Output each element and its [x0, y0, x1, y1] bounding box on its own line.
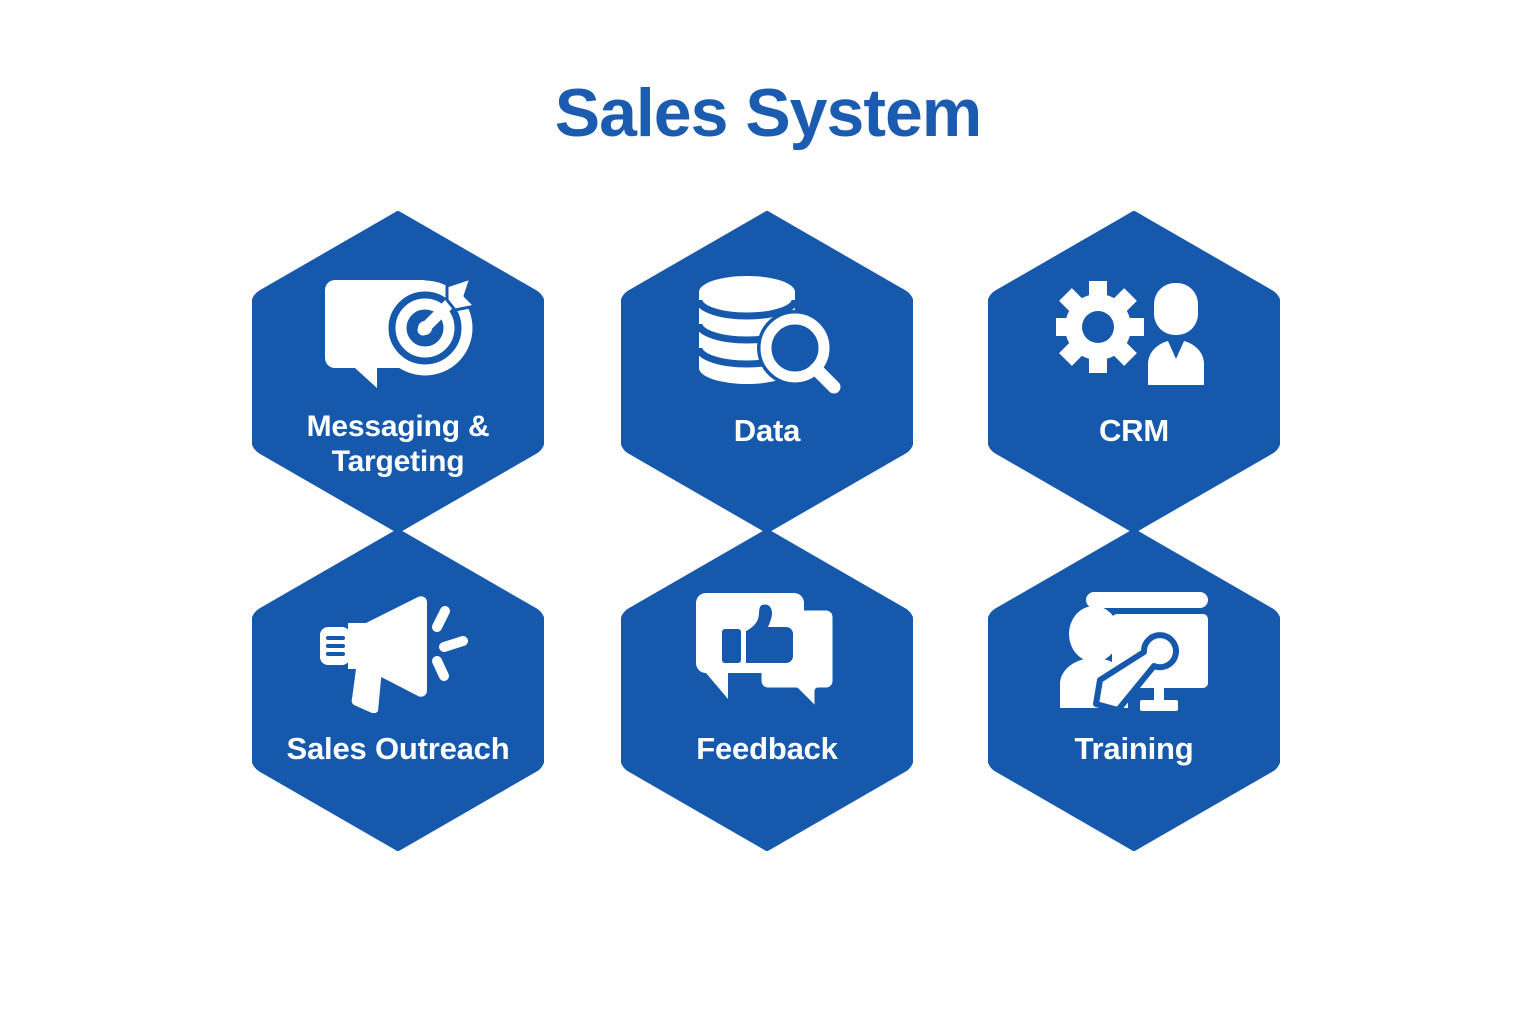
hexagon-label-line-1: Training: [1074, 731, 1194, 766]
hexagon-label-line-1: Sales Outreach: [286, 731, 510, 766]
hexagon-messaging-targeting[interactable]: Messaging & Targeting: [252, 211, 544, 533]
hexagon-label-line-1: Feedback: [696, 731, 838, 766]
database-search-icon: [687, 269, 847, 399]
hexagon-shape: [252, 529, 544, 851]
presenter-whiteboard-icon: [1054, 587, 1214, 717]
megaphone-icon: [318, 587, 478, 717]
hexagon-label: Feedback: [642, 731, 892, 768]
hexagon-label: Messaging & Targeting: [273, 409, 523, 480]
hexagon-crm[interactable]: CRM: [988, 211, 1280, 533]
hexagon-training[interactable]: Training: [988, 529, 1280, 851]
thumbs-up-speech-bubbles-icon: [687, 587, 847, 717]
hexagon-feedback[interactable]: Feedback: [621, 529, 913, 851]
hexagon-label-line-1: Data: [733, 413, 801, 448]
hexagon-data[interactable]: Data: [621, 211, 913, 533]
hexagon-label-line-1: CRM: [1099, 413, 1169, 448]
hexagon-label-line-2: Targeting: [331, 445, 465, 479]
hexagon-sales-outreach[interactable]: Sales Outreach: [252, 529, 544, 851]
hexagon-label: Data: [642, 413, 892, 450]
page-title: Sales System: [554, 75, 983, 151]
hexagon-label: CRM: [1009, 413, 1259, 450]
speech-bubble-target-icon: [318, 269, 478, 399]
hexagon-label: Training: [1009, 731, 1259, 768]
hexagon-label: Sales Outreach: [273, 731, 523, 768]
hexagon-label-line-1: Messaging &: [306, 410, 490, 443]
gear-person-icon: [1054, 269, 1214, 399]
